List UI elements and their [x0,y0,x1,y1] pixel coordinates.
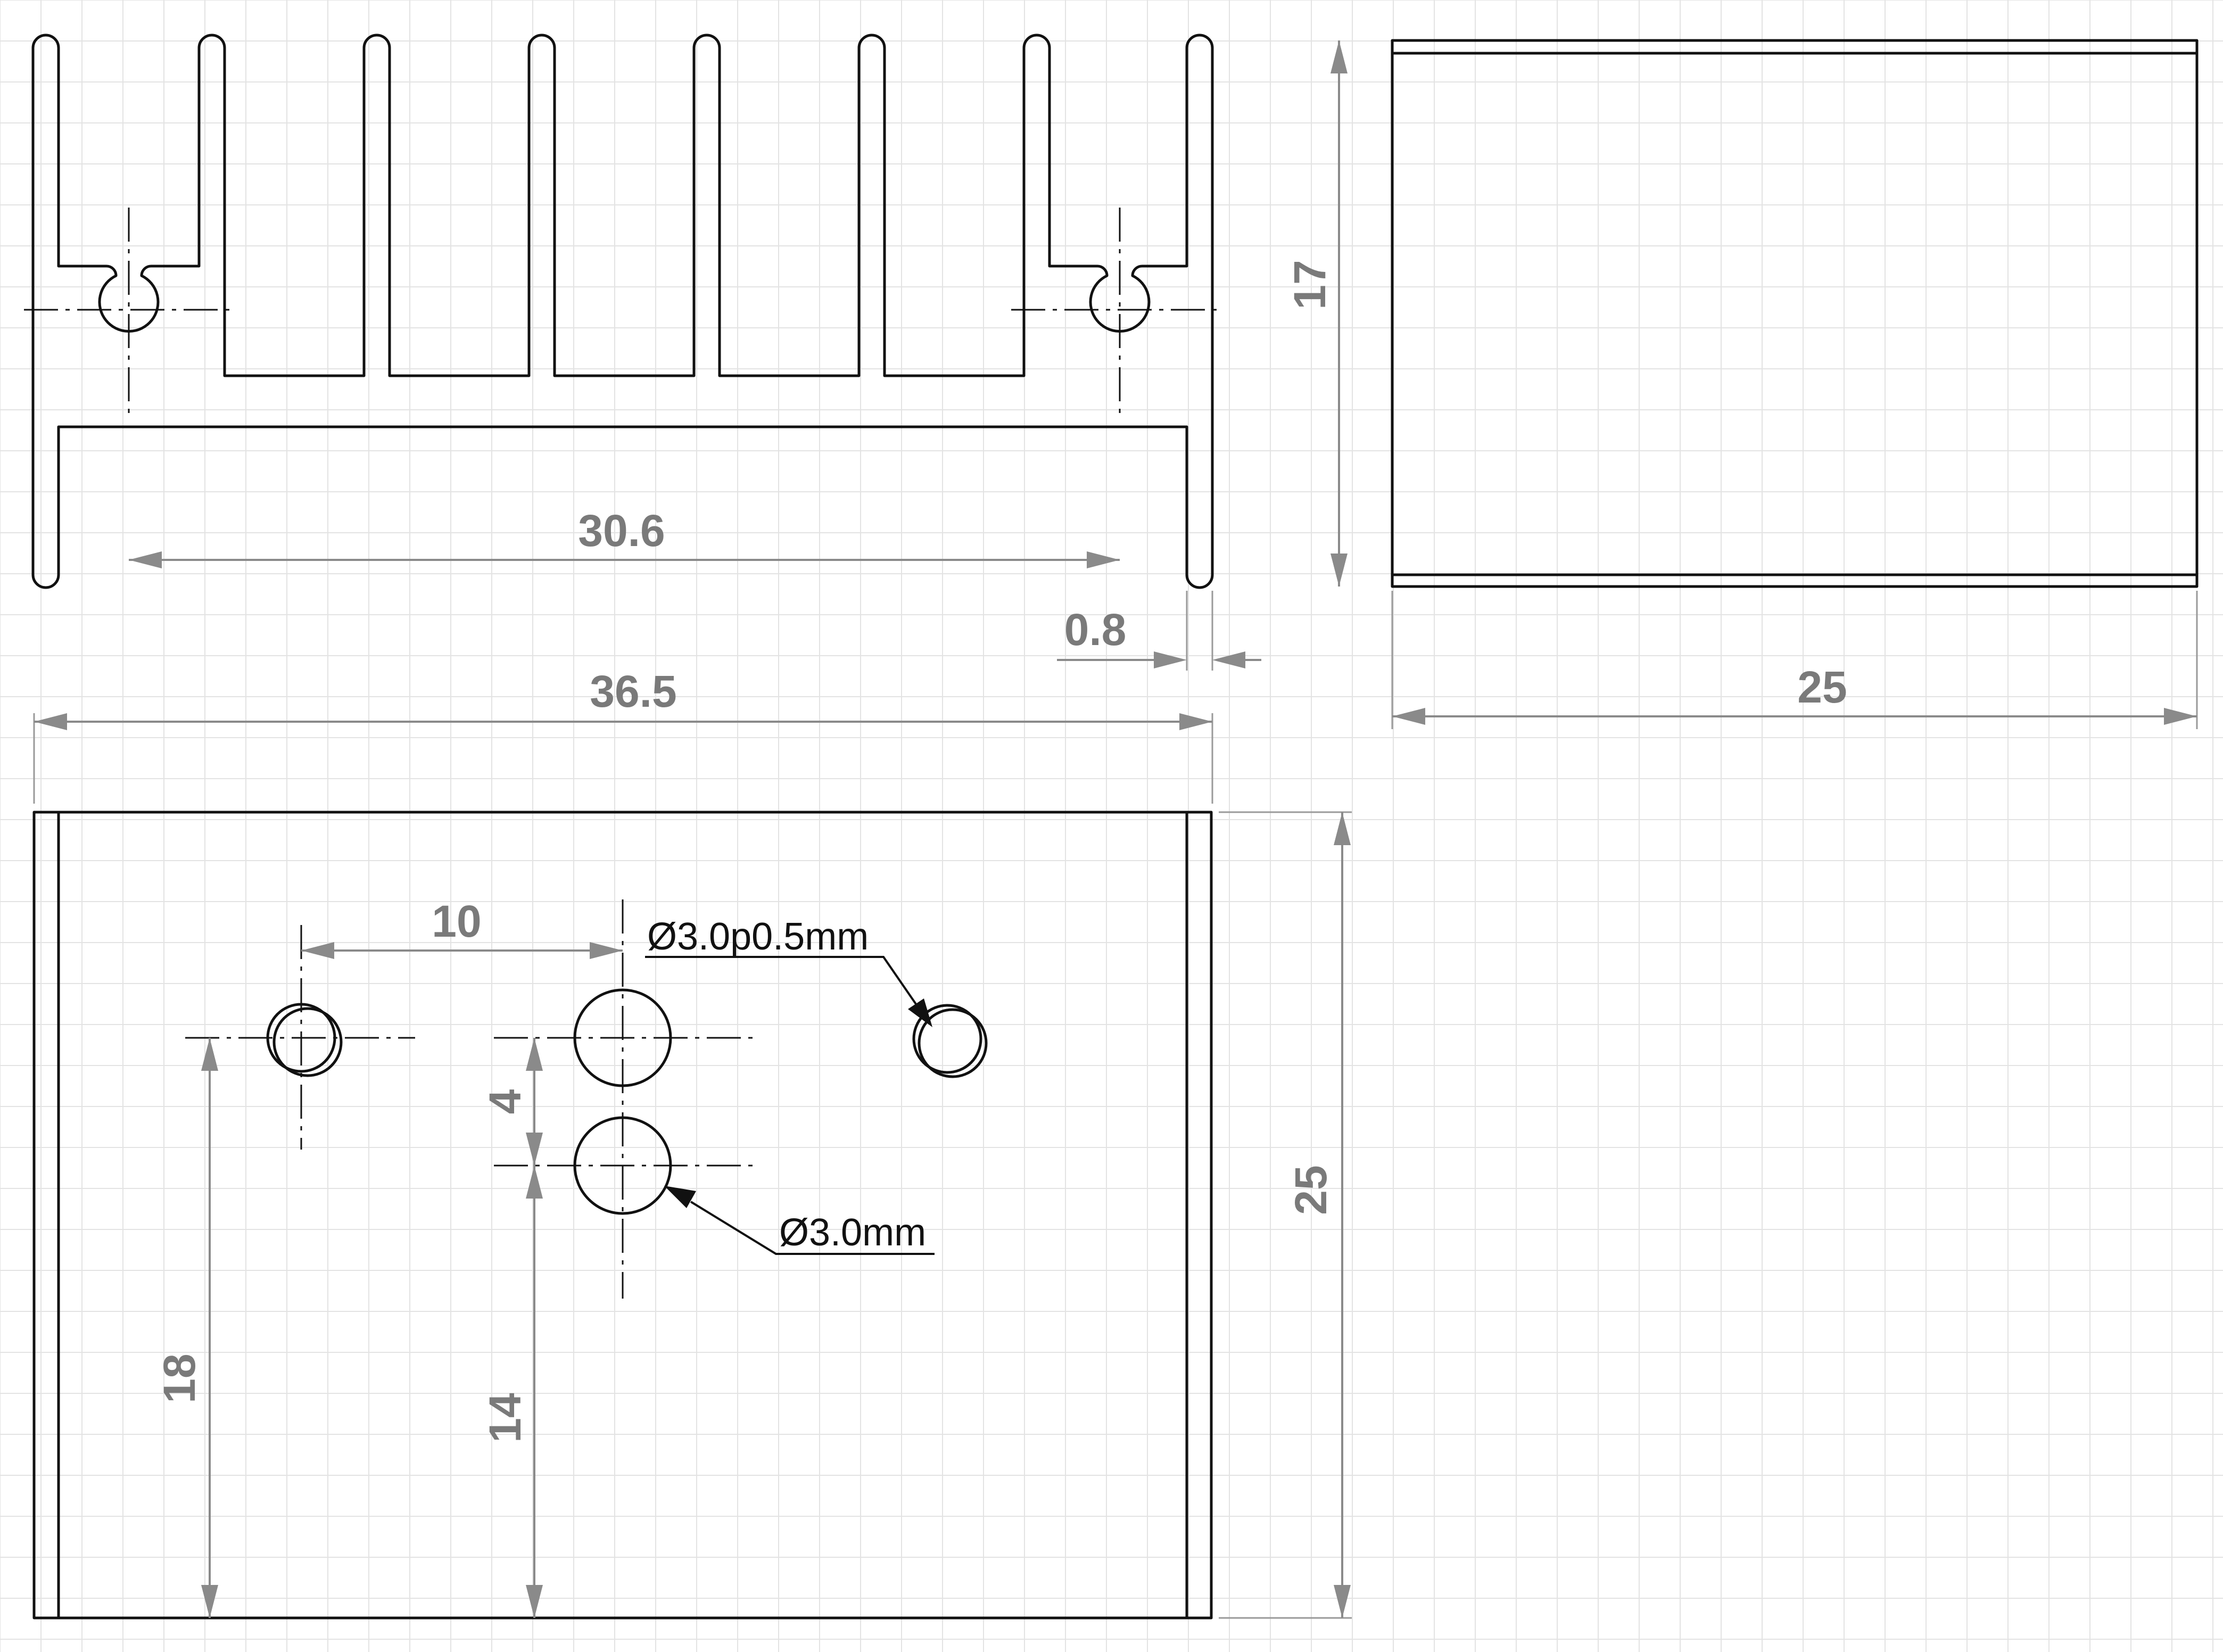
callouts: Ø3.0p0.5mm Ø3.0mm [645,915,935,1255]
arrowhead [526,1585,543,1618]
dim-left-hole-height-label: 18 [154,1353,204,1403]
arrowhead [201,1038,218,1071]
arrowhead [1212,651,1245,668]
arrowhead [129,551,162,568]
arrowhead [1179,713,1212,730]
arrowhead [1331,40,1348,73]
dim-hole-spacing-x-label: 10 [432,896,481,946]
dim-side-height-label: 17 [1285,260,1335,309]
arrowhead [34,713,67,730]
arrowhead [908,998,932,1027]
arrowhead [301,942,334,959]
arrowhead [1334,812,1351,845]
bottom-view-outline [32,811,1213,1620]
dim-side-depth-label: 25 [1797,662,1847,712]
arrowhead [526,1133,543,1166]
dim-overall-width-label: 36.5 [590,666,677,716]
small-hole-right-shadow [918,1008,988,1078]
small-hole-callout: Ø3.0p0.5mm [647,915,869,958]
arrowhead [1087,551,1120,568]
small-hole-leader [645,956,918,1006]
arrowhead [1334,1585,1351,1618]
front-view [24,34,1224,589]
small-hole-left-shadow [272,1007,343,1077]
dim-center-hole-height-label: 14 [480,1393,530,1443]
side-view [1391,39,2199,588]
hole-leader [690,1201,935,1255]
dim-bottom-depth-label: 25 [1286,1165,1336,1215]
arrowhead [664,1186,696,1208]
arrowhead [590,942,623,959]
arrowhead [2164,708,2197,725]
dim-hole-spacing-y-label: 4 [480,1089,530,1114]
hole-callout: Ø3.0mm [779,1211,926,1254]
arrowhead [1392,708,1425,725]
heatsink-profile-outline [31,34,1214,589]
arrowhead [201,1585,218,1618]
dim-fin-thickness-label: 0.8 [1064,605,1127,655]
arrowhead [526,1038,543,1071]
bottom-view [32,811,1213,1620]
arrowhead [1331,554,1348,587]
dimensions: 30.6 0.8 36.5 17 25 25 [33,40,2198,1619]
small-hole-right [912,1004,982,1074]
side-view-outline [1391,39,2199,588]
arrowhead [1154,651,1187,668]
arrowhead [526,1166,543,1199]
dim-hole-pitch-label: 30.6 [578,506,665,556]
